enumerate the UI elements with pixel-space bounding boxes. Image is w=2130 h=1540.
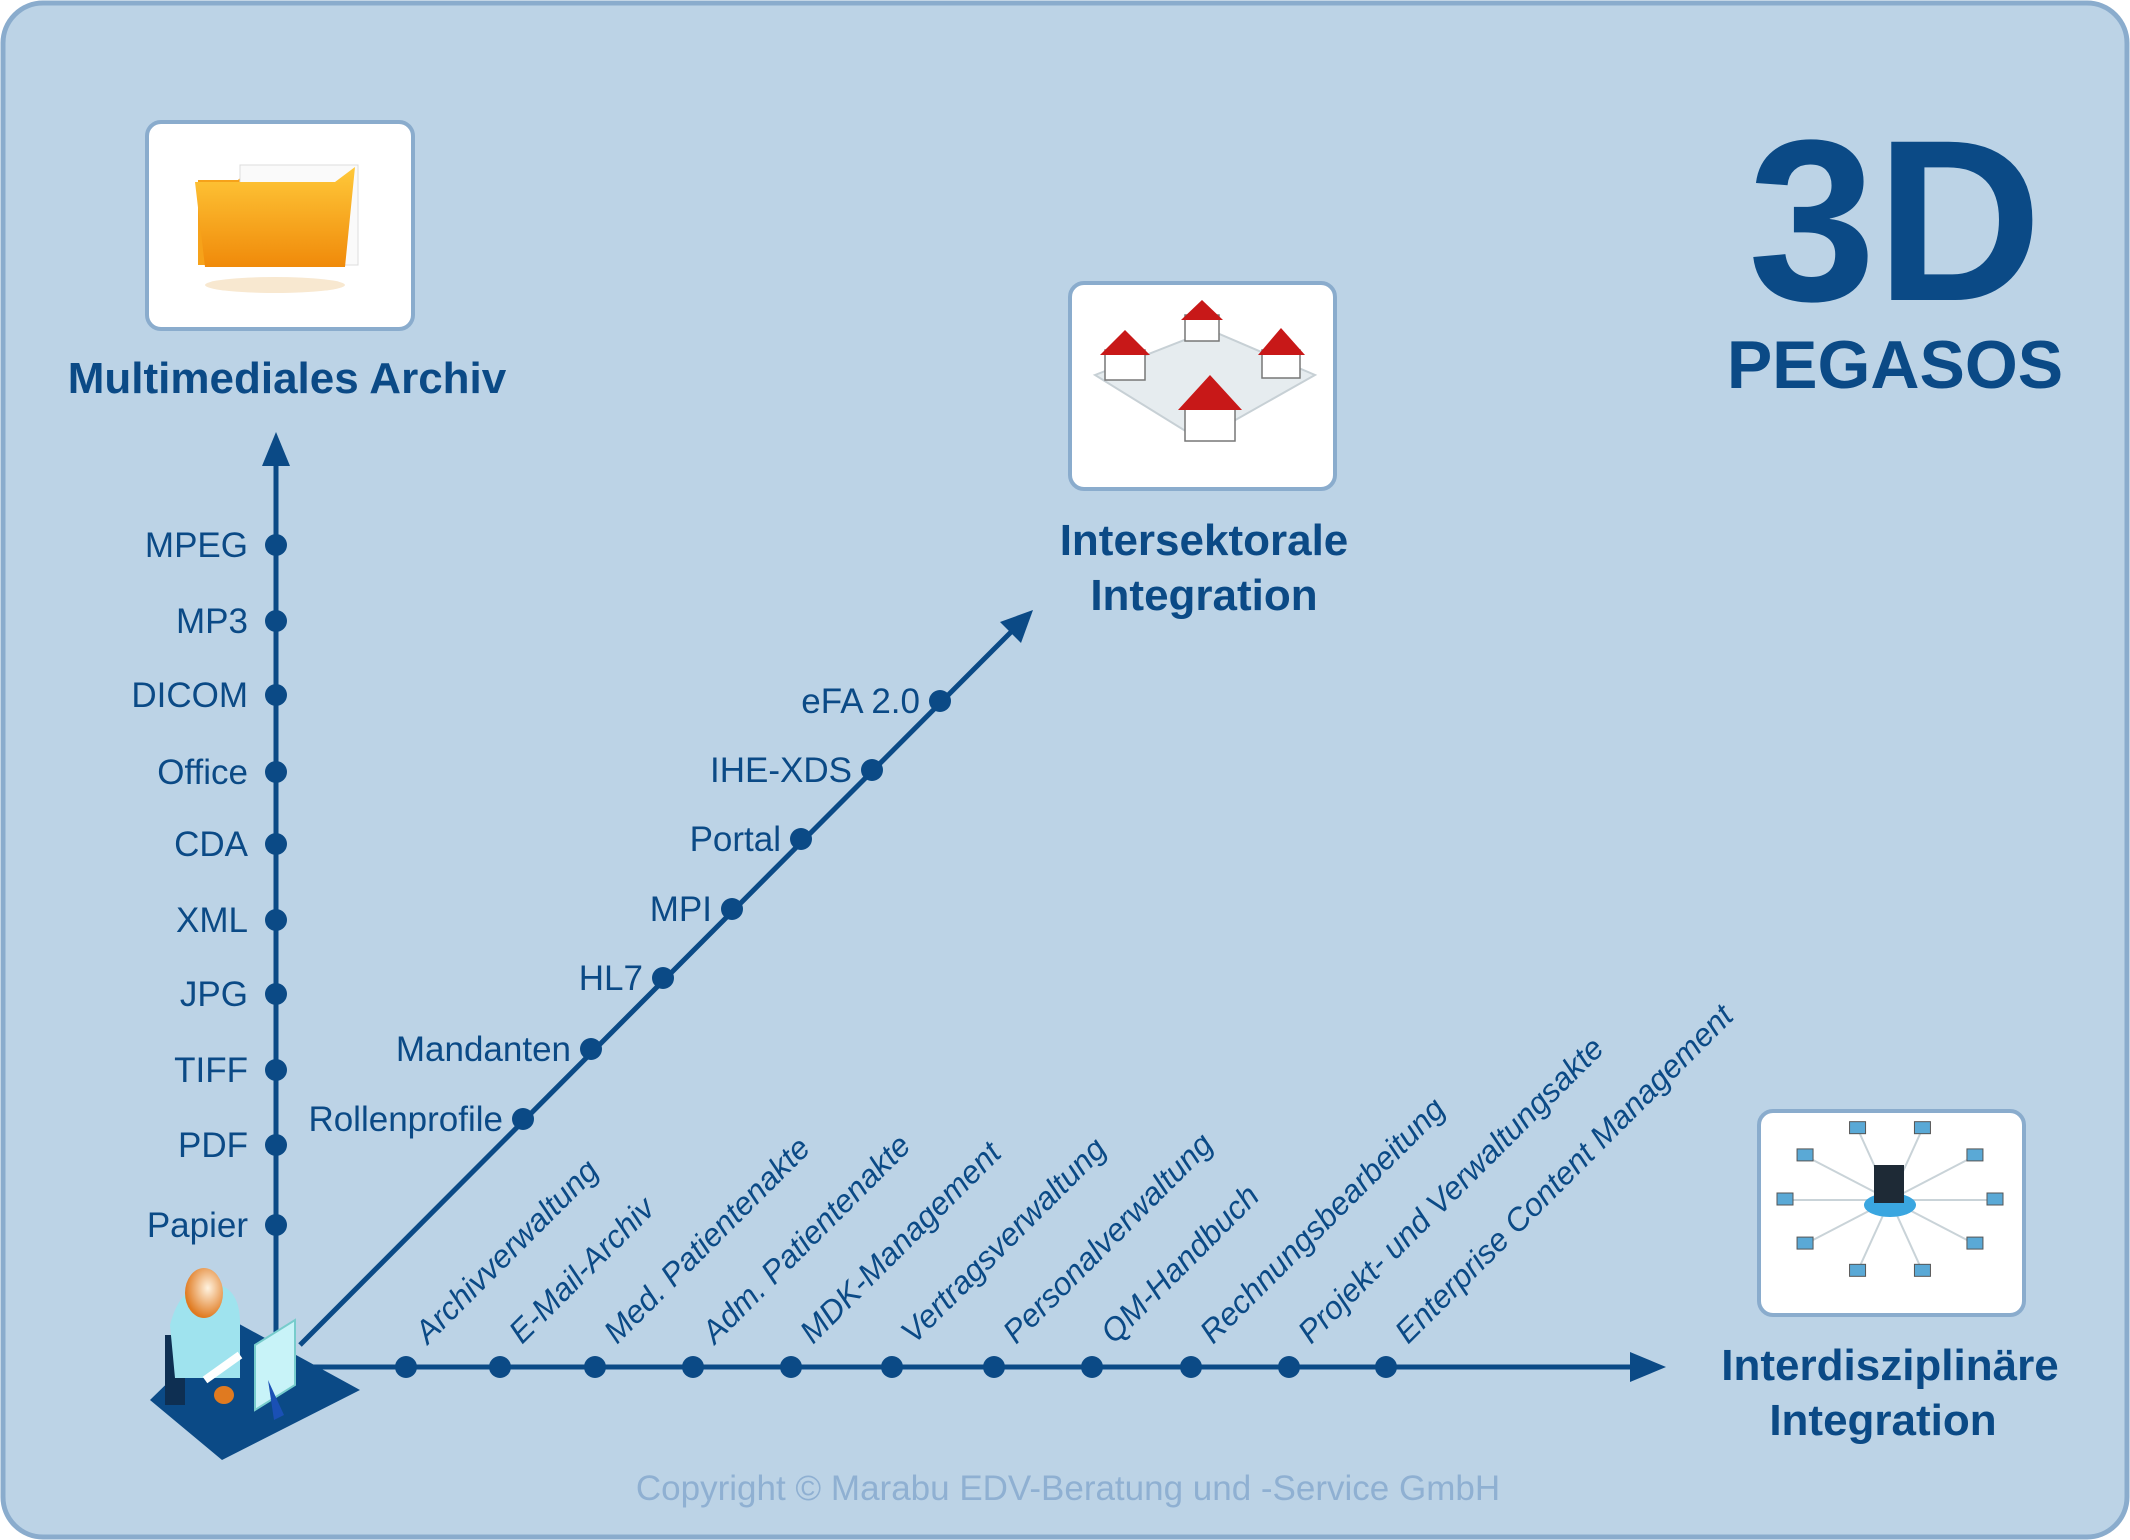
vertical-axis-label: PDF: [178, 1126, 248, 1165]
diagonal-axis-arrow: [1000, 610, 1033, 643]
horizontal-axis-dot: [1081, 1356, 1103, 1378]
diagonal-axis-dot: [652, 967, 674, 989]
vertical-axis-label: DICOM: [131, 676, 248, 715]
network-server-icon: [1776, 1121, 2004, 1277]
horizontal-axis-title-line2: Integration: [1769, 1396, 1996, 1445]
diagonal-axis-dot: [929, 690, 951, 712]
houses-puzzle-icon: [1092, 300, 1318, 442]
diagonal-axis-label: MPI: [650, 890, 712, 929]
horizontal-axis-arrow: [1630, 1352, 1666, 1382]
vertical-axis-dot: [265, 1134, 287, 1156]
horizontal-axis-dot: [1278, 1356, 1300, 1378]
diagonal-axis-title-line1: Intersektorale: [1060, 516, 1349, 565]
pegasos-logo: 3D PEGASOS: [1727, 92, 2063, 403]
folder-icon: [195, 164, 359, 293]
diagonal-axis-label: Mandanten: [396, 1030, 571, 1069]
horizontal-axis-dot: [489, 1356, 511, 1378]
diagonal-axis-label: eFA 2.0: [801, 682, 920, 721]
archive-card: [145, 120, 415, 331]
vertical-axis-label: Papier: [147, 1206, 249, 1245]
diagonal-axis-dot: [580, 1038, 602, 1060]
diagonal-axis-dot: [790, 828, 812, 850]
vertical-axis-dot: [265, 610, 287, 632]
vertical-axis-title: Multimediales Archiv: [68, 354, 507, 403]
horizontal-axis-dot: [584, 1356, 606, 1378]
user-at-computer-icon: [150, 1268, 360, 1460]
horizontal-axis-title-line1: Interdisziplinäre: [1721, 1341, 2058, 1390]
logo-pegasos: PEGASOS: [1727, 327, 2063, 403]
vertical-axis-dot: [265, 833, 287, 855]
horizontal-axis-dot: [780, 1356, 802, 1378]
diagonal-axis-label: HL7: [579, 959, 643, 998]
diagonal-axis-label: Rollenprofile: [308, 1100, 503, 1139]
horizontal-axis-dot: [682, 1356, 704, 1378]
vertical-axis-dot: [265, 684, 287, 706]
vertical-axis-label: XML: [176, 901, 248, 940]
diagonal-axis-dot: [861, 759, 883, 781]
vertical-axis-label: MPEG: [145, 526, 248, 565]
vertical-axis-label: MP3: [176, 602, 248, 641]
diagonal-axis-title-line2: Integration: [1090, 571, 1317, 620]
network-card: [1757, 1109, 2026, 1317]
vertical-axis-dot: [265, 1059, 287, 1081]
copyright-text: Copyright © Marabu EDV-Beratung und -Ser…: [636, 1469, 1500, 1508]
integration-card: [1068, 281, 1337, 491]
horizontal-axis-dot: [881, 1356, 903, 1378]
vertical-axis-label: TIFF: [174, 1051, 248, 1090]
logo-3d: 3D: [1748, 92, 2042, 349]
diagonal-axis-label: Portal: [690, 820, 781, 859]
vertical-axis-label: JPG: [180, 975, 248, 1014]
horizontal-axis-dot: [395, 1356, 417, 1378]
horizontal-axis-dot: [1375, 1356, 1397, 1378]
diagonal-axis-dot: [512, 1108, 534, 1130]
diagonal-axis-label: IHE-XDS: [710, 751, 852, 790]
vertical-axis-arrow: [262, 432, 290, 466]
vertical-axis-dot: [265, 761, 287, 783]
vertical-axis-label: CDA: [174, 825, 249, 864]
horizontal-axis-dot: [1180, 1356, 1202, 1378]
vertical-axis-label: Office: [157, 753, 248, 792]
vertical-axis-dot: [265, 909, 287, 931]
vertical-axis-dot: [265, 983, 287, 1005]
horizontal-axis-dot: [983, 1356, 1005, 1378]
vertical-axis-dot: [265, 1214, 287, 1236]
vertical-axis-dot: [265, 534, 287, 556]
diagonal-axis-dot: [721, 898, 743, 920]
